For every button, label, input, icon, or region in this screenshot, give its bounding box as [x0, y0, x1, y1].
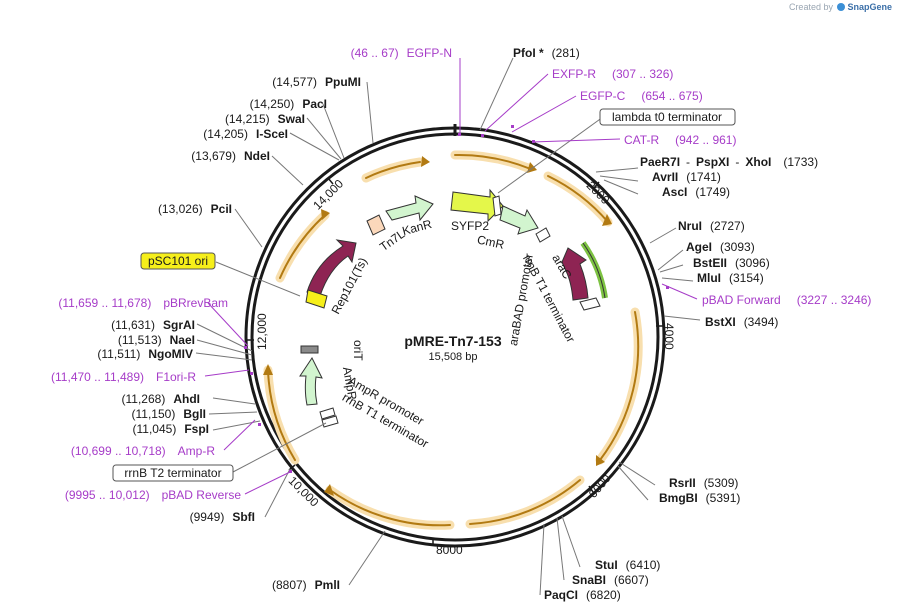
psc101-ori-label: pSC101 ori: [148, 254, 208, 268]
enzyme-ndei: (13,679)NdeI: [191, 149, 270, 163]
enzyme-naei: (11,513)NaeI: [118, 333, 195, 347]
enzyme-bmgbi: BmgBI(5391): [659, 491, 740, 505]
enzyme-avrii: AvrII(1741): [652, 170, 721, 184]
primer-cat-r: CAT-R(942 .. 961): [624, 133, 736, 147]
enzyme-paer7i-pspxi-xhoi: PaeR7I-PspXI-XhoI(1733): [640, 155, 818, 169]
enzyme-ppumi: (14,577)PpuMI: [272, 75, 361, 89]
feature-label-cmr: CmR: [476, 232, 506, 251]
cmr-arrow: [499, 205, 539, 235]
enzyme-stui: StuI(6410): [595, 558, 660, 572]
feature-label-syfp2: SYFP2: [451, 219, 489, 233]
orf-arcs: [263, 150, 643, 530]
credit-prefix: Created by: [788, 2, 833, 12]
orit-box: [300, 345, 319, 354]
enzyme-paci: (14,250)PacI: [250, 97, 327, 111]
enzyme-mlui: MluI(3154): [697, 271, 764, 285]
tick-labels: 2000 4000 6000 8000 10,000 12,000 14,000: [255, 176, 676, 557]
tick-label: 8000: [436, 543, 463, 557]
enzyme-sbfi: (9949)SbfI: [190, 510, 255, 524]
enzyme-ahdi: (11,268)AhdI: [122, 392, 200, 406]
plasmid-size: 15,508 bp: [429, 351, 478, 363]
primer-exfp-r: EXFP-R(307 .. 326): [552, 67, 673, 81]
leader-lines: [195, 57, 701, 596]
primer-pbrrevbam: (11,659 .. 11,678)pBRrevBam: [58, 296, 228, 310]
credit-brand: SnapGene: [847, 2, 892, 12]
enzyme-bsteii: BstEII(3096): [693, 256, 770, 270]
arac-line: [582, 242, 606, 299]
enzyme-sgrai: (11,631)SgrAI: [111, 318, 195, 332]
rep101-arrow: [306, 239, 357, 297]
rrnb-t2-label: rrnB T2 terminator: [124, 466, 221, 480]
primer-egfp-c: EGFP-C(654 .. 675): [580, 89, 703, 103]
primer-labels: (46 .. 67)EGFP-N EXFP-R(307 .. 326) EGFP…: [51, 46, 871, 502]
boxed-labels: lambda t0 terminator rrnB T2 terminator …: [112, 108, 736, 482]
enzyme-labels-right: PfoI *(281) PaeR7I-PspXI-XhoI(1733) AvrI…: [513, 46, 818, 602]
arabad-promoter-arrow: [561, 247, 589, 301]
enzyme-labels-left: (8807)PmlI (9949)SbfI (11,045)FspI (11,1…: [97, 75, 361, 592]
enzyme-paqci: PaqCI(6820): [544, 588, 621, 602]
enzyme-agei: AgeI(3093): [686, 240, 755, 254]
tick-label: 4000: [662, 323, 676, 350]
lambda-t0-label-box: [599, 108, 736, 126]
enzyme-bgli: (11,150)BglI: [132, 407, 206, 421]
primer-amp-r: (10,699 .. 10,718)Amp-R: [71, 444, 215, 458]
kanr-arrow: [385, 195, 434, 222]
enzyme-rsrii: RsrII(5309): [669, 476, 738, 490]
primer-f1ori-r: (11,470 .. 11,489)F1ori-R: [51, 370, 196, 384]
enzyme-asci: AscI(1749): [662, 185, 730, 199]
enzyme-i-scei: (14,205)I-SceI: [203, 127, 288, 141]
tick-label: 12,000: [255, 313, 269, 350]
enzyme-ngomiv: (11,511)NgoMIV: [97, 347, 193, 361]
primer-pbad-reverse: (9995 .. 10,012)pBAD Reverse: [65, 488, 241, 502]
ampr-promoter-box: [319, 407, 336, 420]
snapgene-logo-icon: [837, 3, 846, 11]
feature-label-ampr: AmpR: [340, 366, 360, 402]
rrnb-t2-label-box: [112, 464, 234, 482]
enzyme-pcii: (13,026)PciI: [158, 202, 232, 216]
enzyme-bstxi: BstXI(3494): [705, 315, 778, 329]
feature-label-kanr: KanR: [401, 217, 434, 238]
feature-label-orit: oriT: [351, 340, 365, 361]
plasmid-name: pMRE-Tn7-153: [404, 333, 501, 349]
primer-egfp-n: (46 .. 67)EGFP-N: [351, 46, 452, 60]
snapgene-credit: Created by SnapGene: [789, 2, 892, 12]
rrnb-t1-upper-box: [535, 227, 551, 243]
enzyme-pmli: (8807)PmlI: [272, 578, 340, 592]
psc101-ori-box: [305, 289, 328, 309]
lambda-t0-label: lambda t0 terminator: [612, 110, 722, 124]
enzyme-fspi: (11,045)FspI: [133, 422, 209, 436]
enzyme-swai: (14,215)SwaI: [225, 112, 305, 126]
primer-lines: [204, 58, 698, 495]
rrnb-t1-right-box: [579, 297, 601, 311]
enzyme-pfoi: PfoI *(281): [513, 46, 580, 60]
lambda-t0-box: [492, 195, 502, 217]
feature-label-arabad-promoter: araBAD promoter: [506, 252, 536, 346]
enzyme-nrui: NruI(2727): [678, 219, 745, 233]
tn7l-box: [366, 214, 386, 236]
ampr-arrow: [299, 357, 323, 406]
enzyme-snabi: SnaBI(6607): [572, 573, 649, 587]
primer-pbad-forward: pBAD Forward(3227 .. 3246): [702, 293, 871, 307]
psc101-ori-label-box: [140, 252, 216, 270]
primer-markers: [244, 125, 669, 473]
